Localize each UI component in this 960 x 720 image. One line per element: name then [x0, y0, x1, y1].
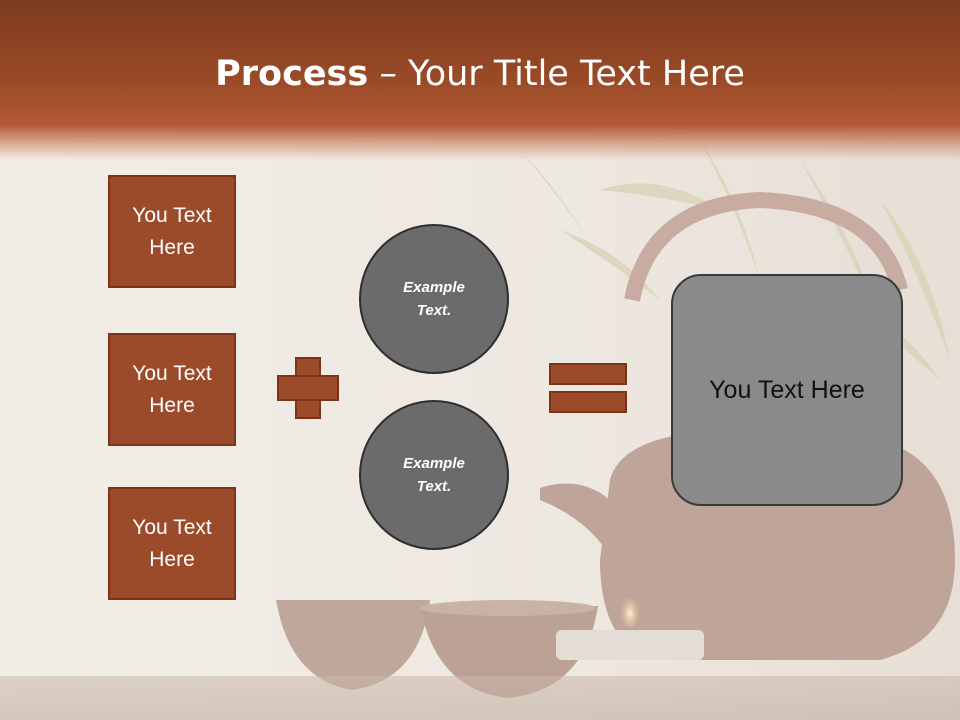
title-rest: Your Title Text Here	[407, 54, 745, 94]
text-box-1-label: You Text Here	[132, 203, 212, 259]
result-box-label: You Text Here	[709, 375, 865, 404]
title-band	[0, 0, 960, 160]
text-box-1[interactable]: You Text Here	[108, 175, 236, 288]
equals-icon-top-bar	[549, 363, 627, 385]
plus-icon-center	[297, 377, 319, 399]
text-box-2[interactable]: You Text Here	[108, 333, 236, 446]
title-dash: –	[368, 54, 408, 94]
slide-title: Process – Your Title Text Here	[0, 52, 960, 96]
text-box-3[interactable]: You Text Here	[108, 487, 236, 600]
result-box[interactable]: You Text Here	[671, 274, 903, 506]
example-circle-1[interactable]: Example Text.	[359, 224, 509, 374]
example-circle-1-label: Example Text.	[403, 279, 465, 319]
equals-icon-bottom-bar	[549, 391, 627, 413]
title-bold: Process	[215, 54, 369, 94]
example-circle-2-label: Example Text.	[403, 455, 465, 495]
text-box-3-label: You Text Here	[132, 515, 212, 571]
example-circle-2[interactable]: Example Text.	[359, 400, 509, 550]
text-box-2-label: You Text Here	[132, 361, 212, 417]
